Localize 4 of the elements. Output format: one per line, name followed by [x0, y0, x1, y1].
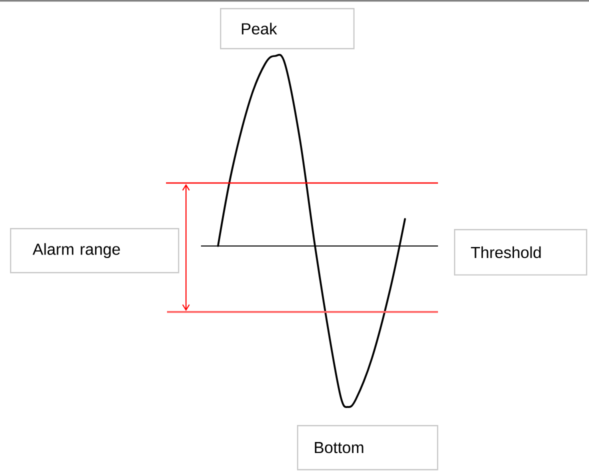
label-box: Threshold: [454, 229, 588, 276]
label-box: Peak: [220, 8, 355, 50]
label-box: Bottom: [297, 424, 438, 470]
label-box: Alarm range: [10, 228, 180, 274]
